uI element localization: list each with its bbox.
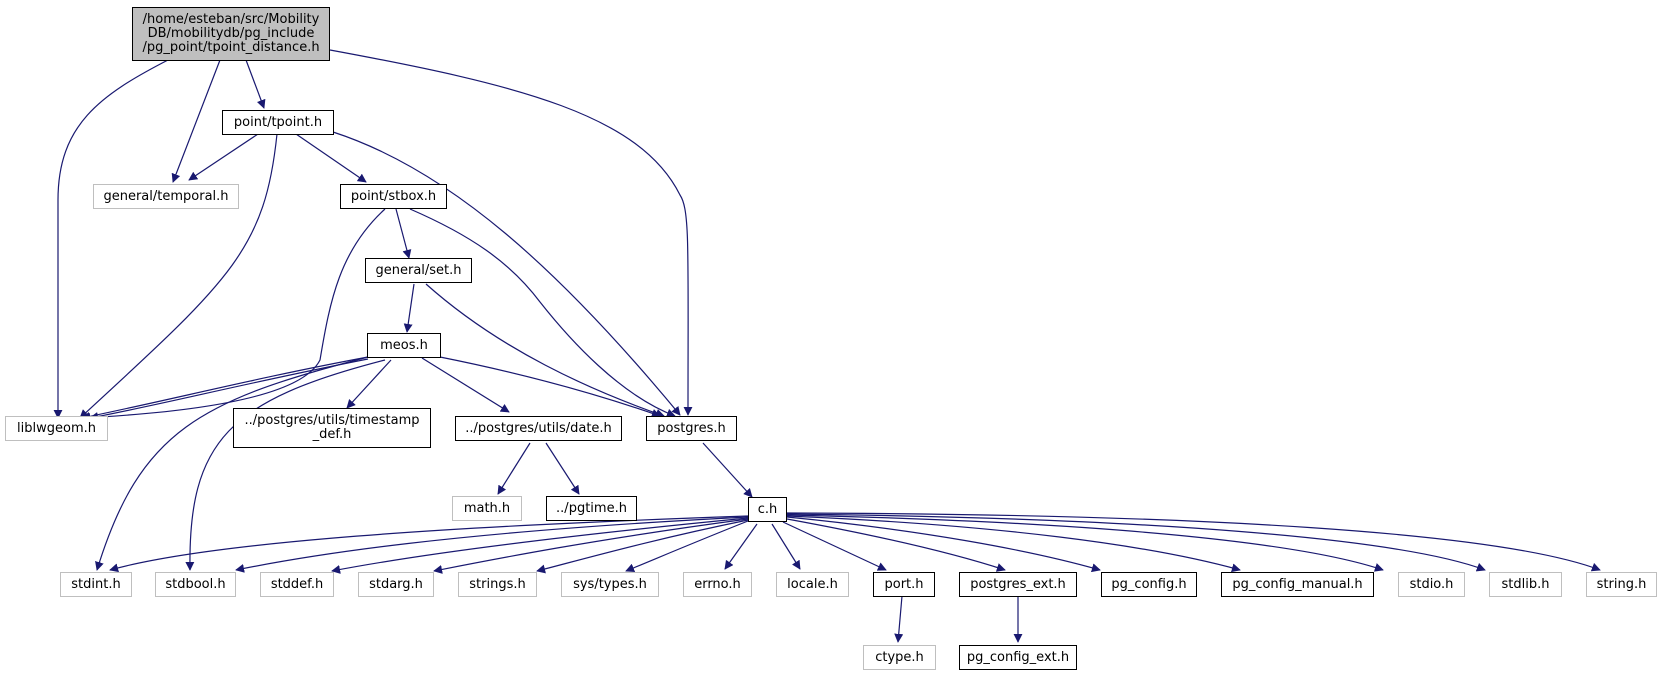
node-strings-h: strings.h (458, 572, 537, 597)
node-date-h[interactable]: ../postgres/utils/date.h (455, 416, 622, 441)
edge-root-liblwgeom (53, 59, 169, 419)
edge-meos-postgres (439, 356, 661, 418)
edge-c-port (782, 521, 887, 571)
node-stdlib-h: stdlib.h (1489, 572, 1562, 597)
edge-stbox-liblwgeom (81, 208, 386, 423)
node-liblwgeom-h: liblwgeom.h (5, 416, 108, 441)
edge-c-pg_config_manual (786, 515, 1241, 573)
edge-c-stdio (786, 514, 1384, 572)
node-c-h[interactable]: c.h (748, 497, 787, 522)
edge-c-stdlib (786, 513, 1486, 572)
edge-port-ctype (894, 595, 904, 643)
node-pg-config-h[interactable]: pg_config.h (1101, 572, 1197, 597)
node-ctype-h: ctype.h (863, 645, 936, 670)
edge-set-postgres (425, 283, 665, 418)
node-stbox-h[interactable]: point/stbox.h (340, 184, 447, 209)
node-postgres-h[interactable]: postgres.h (646, 416, 737, 441)
node-stdio-h: stdio.h (1398, 572, 1465, 597)
edge-tpoint-temporal (188, 133, 259, 181)
edge-meos-date (421, 357, 510, 413)
edge-date-math (497, 442, 531, 495)
edge-tpoint-postgres (332, 131, 681, 416)
edge-date-pgtime (545, 442, 580, 495)
edge-tpoint-liblwgeom (79, 133, 278, 419)
edge-meos-stdint (95, 355, 373, 571)
node-pg-config-ext-h[interactable]: pg_config_ext.h (959, 645, 1077, 670)
node-locale-h: locale.h (776, 572, 849, 597)
node-port-h[interactable]: port.h (873, 572, 935, 597)
edge-postgres-c (702, 442, 753, 498)
node-sys-types-h: sys/types.h (561, 572, 659, 597)
edge-meos-liblwgeom (81, 356, 369, 421)
edge-c-errno (724, 523, 758, 570)
node-set-h[interactable]: general/set.h (365, 258, 472, 283)
edge-c-stdint (109, 515, 749, 573)
edge-set-meos (403, 283, 415, 333)
node-stdint-h: stdint.h (60, 572, 132, 597)
node-pg-config-manual-h[interactable]: pg_config_manual.h (1221, 572, 1374, 597)
edge-c-stdbool (235, 516, 749, 573)
edge-tpoint-stbox (295, 133, 367, 183)
node-root-file[interactable]: /home/esteban/src/Mobility DB/mobilitydb… (132, 7, 330, 61)
edge-stbox-postgres (409, 208, 676, 418)
node-timestamp-def-h[interactable]: ../postgres/utils/timestamp _def.h (233, 408, 431, 448)
node-math-h: math.h (452, 496, 522, 521)
edge-stbox-set (395, 208, 412, 259)
edge-root-postgres (329, 49, 693, 416)
edge-c-pg_config (786, 516, 1101, 573)
edge-meos-timestamp (346, 359, 392, 409)
edge-c-stddef (331, 517, 749, 574)
edge-meos-stdbool (185, 359, 386, 571)
node-postgres-ext-h[interactable]: postgres_ext.h (959, 572, 1077, 597)
edge-root-tpoint (245, 59, 266, 109)
node-pgtime-h[interactable]: ../pgtime.h (546, 496, 637, 521)
node-tpoint-h[interactable]: point/tpoint.h (222, 110, 334, 135)
node-errno-h: errno.h (683, 572, 752, 597)
edge-c-string (786, 512, 1601, 572)
edge-meos-liblwgeom-2 (89, 358, 369, 421)
node-temporal-h: general/temporal.h (93, 184, 239, 209)
node-meos-h[interactable]: meos.h (367, 333, 441, 358)
node-stdarg-h: stdarg.h (358, 572, 434, 597)
node-stddef-h: stddef.h (260, 572, 334, 597)
edge-root-temporal (171, 59, 221, 183)
node-stdbool-h: stdbool.h (155, 572, 236, 597)
edge-c-locale (771, 523, 801, 570)
edge-c-systypes (625, 520, 749, 573)
node-string-h: string.h (1586, 572, 1657, 597)
edge-c-stdarg (433, 518, 749, 574)
edge-c-postgres_ext (786, 518, 1006, 572)
edge-c-strings (536, 519, 749, 574)
